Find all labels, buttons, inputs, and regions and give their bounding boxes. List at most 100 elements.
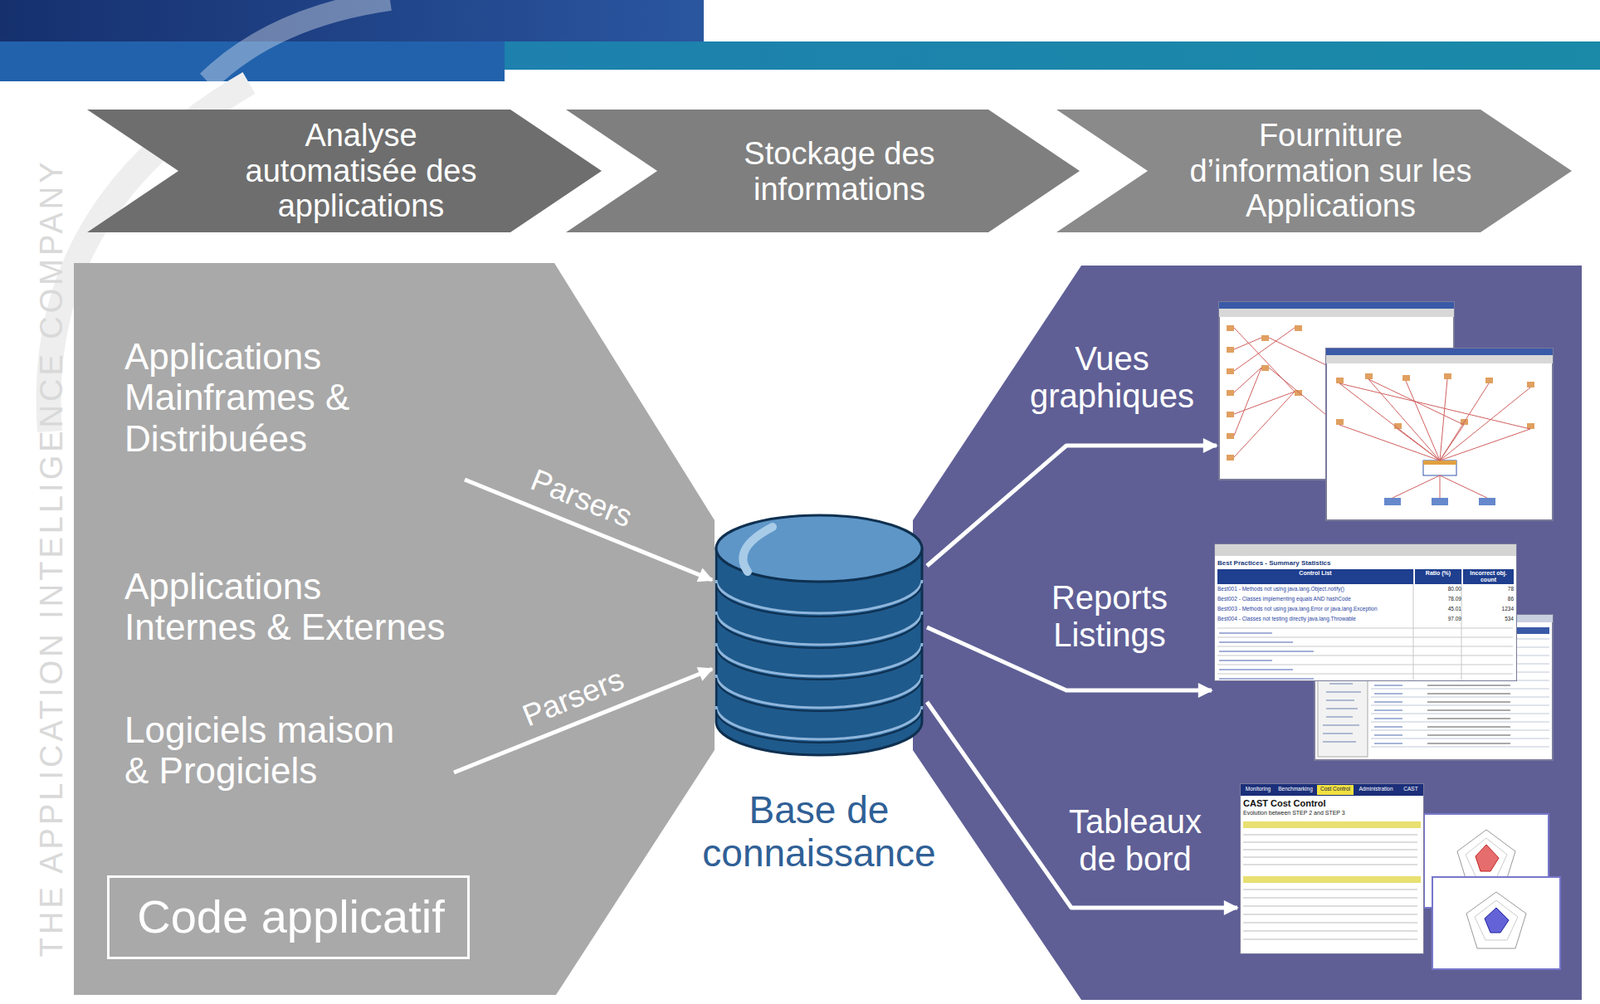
source-panel: Applications Mainframes & DistribuéesApp… [73,263,715,996]
decor-rect [1326,355,1553,364]
decor-g [1226,325,1303,461]
decor-rect [1226,346,1235,353]
decor-line [1243,906,1418,908]
decor-g [1384,497,1496,506]
decor-path [716,614,922,649]
decor-line [1370,672,1550,674]
decor-line [1370,713,1550,715]
decor-line [1243,857,1418,859]
decor-line [1326,658,1360,660]
decor-line [1322,634,1353,635]
decor-line [1374,702,1403,703]
decor-line [1370,721,1550,723]
output-label: Tableaux de bord [1060,803,1210,879]
graph-view: Vues graphiques [1219,302,1553,521]
decor-path [716,580,922,614]
decor-line [1219,678,1314,680]
decor-polygon [1475,844,1499,872]
decor-rect [1431,497,1449,506]
decor-ellipse [716,515,922,582]
decor-polygon [1457,829,1516,887]
output-label: Reports Listings [1026,579,1193,654]
dashboard-tab: Benchmarking [1275,785,1316,796]
decor-rect [1370,627,1550,635]
decor-rect [1261,335,1269,342]
database-cylinder-outline [714,515,924,756]
decor-line [1427,643,1511,645]
decor-line [1427,726,1511,728]
box-title: Code applicatif [109,891,473,944]
table-cell: Best002 - Classes implementing equals AN… [1217,595,1414,602]
decor-rect [1526,423,1535,430]
decor-line [1219,669,1293,671]
decor-line [1243,931,1418,932]
decor-line [1217,673,1513,675]
decor-path [1339,379,1531,498]
decor-polygon [1484,907,1509,933]
decor-rect [1478,497,1496,506]
decor-rect [1261,365,1269,371]
decor-line [1374,677,1403,679]
table-header: Control List [1217,569,1414,585]
decor-line [1326,717,1353,718]
decor-path [716,583,922,617]
decor-rect [1432,877,1561,970]
decor-line [1329,683,1353,685]
decor-polygon [565,109,1080,233]
source-label: Logiciels maison & Progiciels [124,709,407,792]
phase-title: Stockage des informations [715,136,965,207]
decor-rect [1402,375,1410,381]
radar-screenshot [1424,814,1561,970]
database-label: Base de connaissance [681,789,957,875]
decor-rect [1423,460,1457,465]
decor-line [1427,702,1511,703]
decor-rect [1424,814,1549,908]
decor-path [207,0,391,82]
table-cell: Best003 - Methods not using java.lang.Er… [1217,605,1414,612]
decor-path [716,643,922,677]
decor-rect [1526,381,1535,388]
decor-line [1243,889,1418,891]
decor-line [1374,643,1403,645]
report-screenshot [1314,614,1553,761]
dashboard-tab: Monitoring [1242,785,1274,796]
decor-rect [1219,302,1454,309]
decor-line [1219,642,1293,644]
decor-line [1219,651,1314,653]
decor-rect [1443,373,1452,380]
code-box: Code applicatif [107,875,470,960]
decor-line [1427,660,1511,662]
decor-rect [1294,390,1303,396]
decor-path [716,709,922,743]
decor-line [1217,664,1513,666]
decor-line [1243,842,1418,844]
decor-rect [1226,368,1235,375]
table-cell: 45.01 [1414,605,1462,612]
table-cell: 86 [1463,595,1514,602]
decor-line [1427,693,1511,695]
decor-line [1217,655,1513,657]
database-cylinder: Base de connaissance [714,515,924,756]
decor-line [1243,897,1418,899]
decor-line [1427,735,1511,737]
phase-chevron: Stockage des informations [565,109,1080,233]
decor-line [1374,718,1403,720]
decor-line [1427,652,1511,654]
decor-line [1427,635,1511,637]
connector-arrow [926,445,1217,566]
decor-line [1370,680,1550,682]
output-panel [912,265,1582,1000]
decor-line [1326,708,1358,710]
decor-g [1370,635,1550,747]
decor-rect [1226,433,1235,440]
phase-title: Fourniture d’information sur les Applica… [1165,117,1498,225]
decor-path [716,706,922,740]
decor-rect [1226,390,1235,396]
decor-rect [1226,411,1235,418]
table-cell: 78.09 [1414,595,1462,602]
decor-line [1374,660,1403,662]
decor-g [1322,634,1361,742]
decor-line [1370,746,1550,748]
edge-label: Parsers [525,462,637,534]
decor-path [716,548,922,756]
